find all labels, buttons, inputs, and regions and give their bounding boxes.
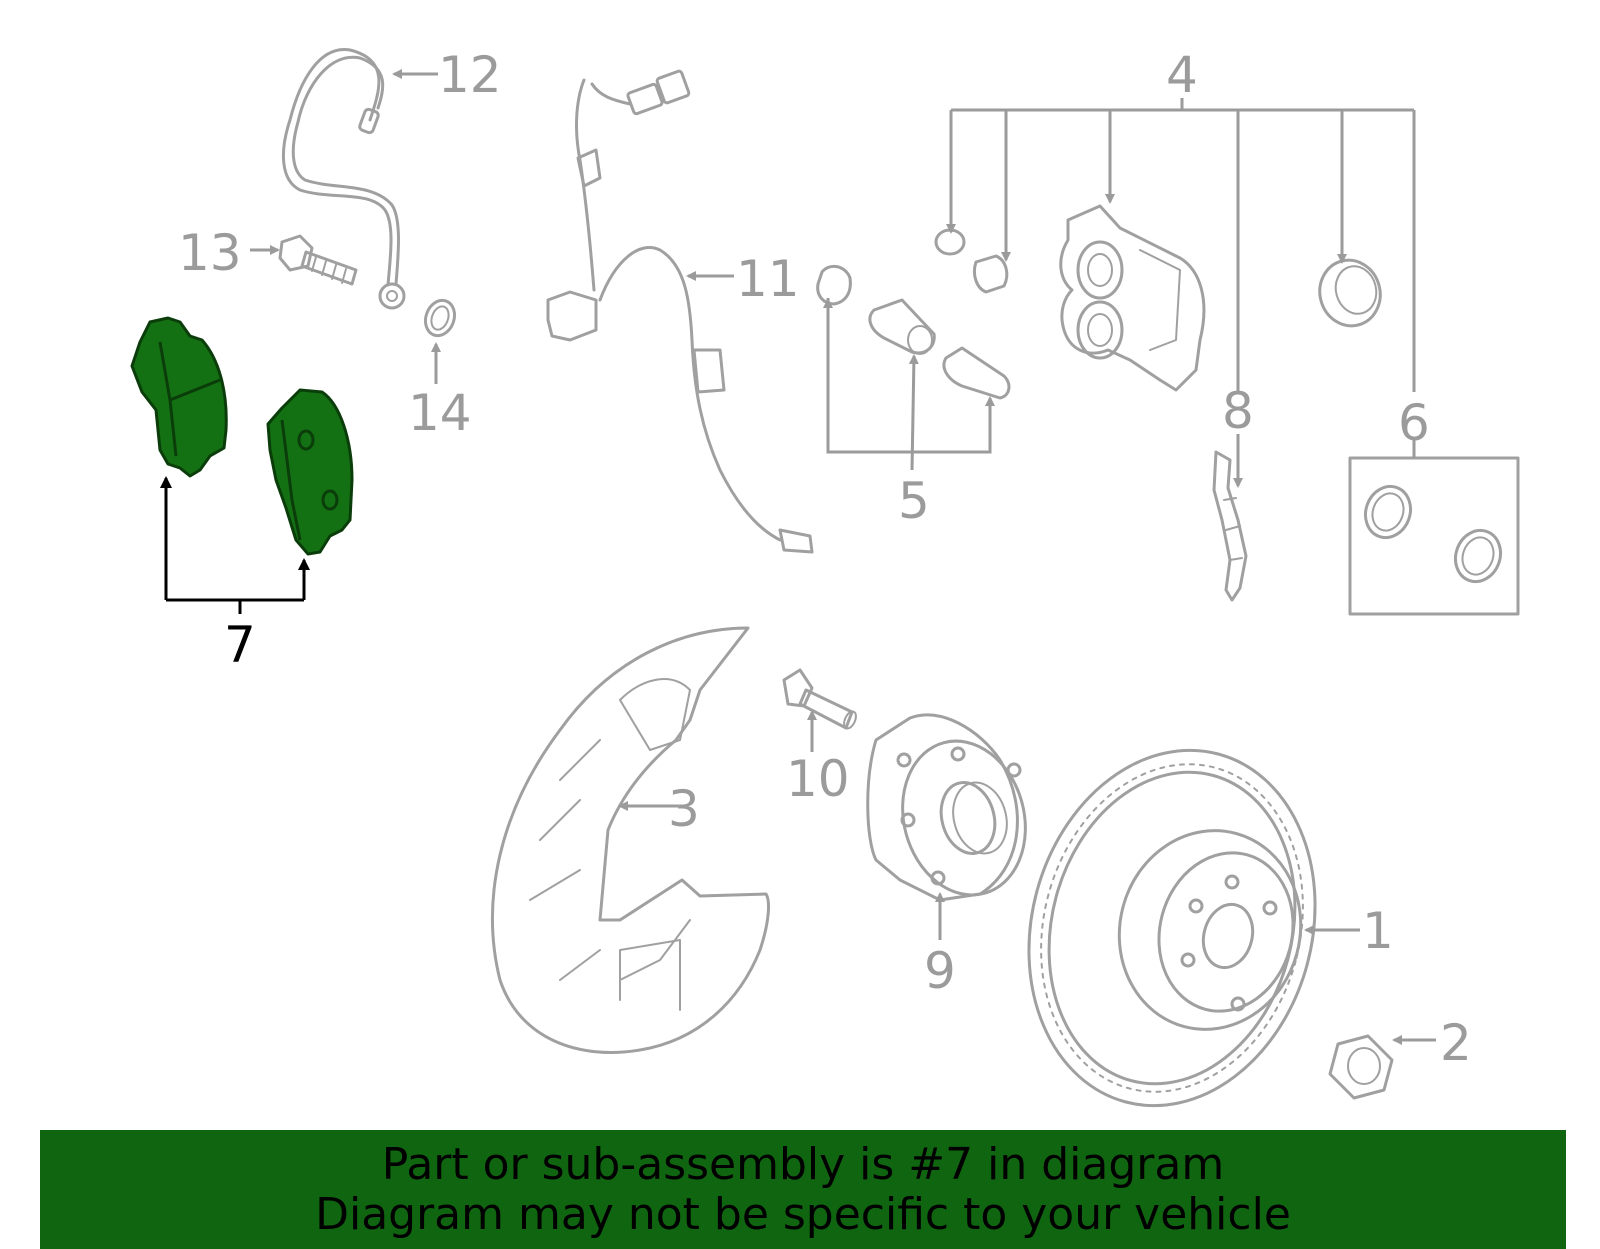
callout-6: 6 xyxy=(1398,394,1430,452)
callout-8: 8 xyxy=(1222,382,1254,440)
anti-rattle-clip xyxy=(1212,450,1248,602)
banner-line-1: Part or sub-assembly is #7 in diagram xyxy=(381,1139,1225,1190)
callout-10: 10 xyxy=(786,750,850,808)
wheel-hub xyxy=(866,713,1027,902)
info-banner: Part or sub-assembly is #7 in diagram Di… xyxy=(40,1130,1566,1249)
callout-2: 2 xyxy=(1440,1014,1472,1072)
brake-rotor xyxy=(1027,748,1317,1108)
callout-11: 11 xyxy=(736,250,800,308)
splash-shield xyxy=(491,626,770,1054)
copper-washer xyxy=(423,298,457,338)
callout-7: 7 xyxy=(224,616,256,674)
banjo-bolt xyxy=(278,234,358,286)
callout-9: 9 xyxy=(924,942,956,1000)
callout-labels: 1 2 3 4 5 6 7 8 9 10 11 12 13 14 xyxy=(178,46,1472,1072)
seal-kit xyxy=(1348,456,1520,616)
brake-pad-set xyxy=(130,316,354,556)
callout-3: 3 xyxy=(668,780,700,838)
callout-13: 13 xyxy=(178,224,242,282)
abs-sensor-wire xyxy=(546,69,814,554)
callout-14: 14 xyxy=(408,384,472,442)
caliper-assembly xyxy=(934,204,1382,392)
leader-lines xyxy=(160,69,1436,1045)
brake-hose xyxy=(281,48,406,310)
banner-line-2: Diagram may not be specific to your vehi… xyxy=(315,1189,1291,1240)
guide-pin-kit xyxy=(816,264,1011,400)
wheel-stud xyxy=(782,668,857,730)
callout-12: 12 xyxy=(438,46,502,104)
callout-5: 5 xyxy=(898,472,930,530)
hub-nut xyxy=(1328,1034,1394,1100)
brake-pad-outer xyxy=(266,388,354,556)
callout-4: 4 xyxy=(1166,46,1198,104)
callout-1: 1 xyxy=(1362,902,1394,960)
